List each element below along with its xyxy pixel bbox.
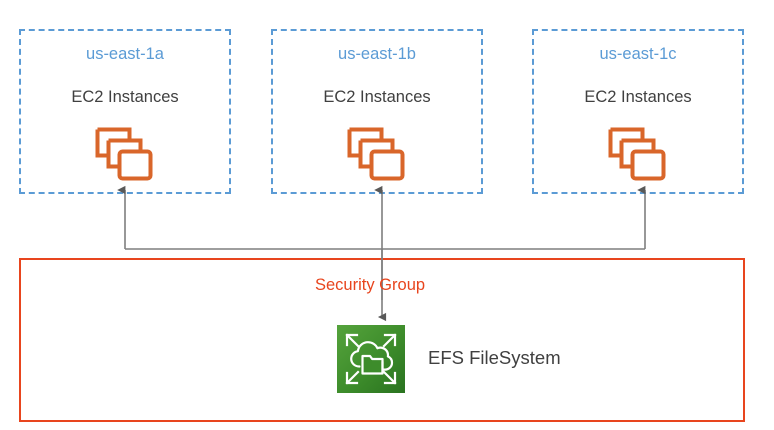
efs-filesystem-label: EFS FileSystem bbox=[428, 347, 561, 368]
az-name-label: us-east-1a bbox=[86, 45, 164, 63]
az-resource-label: EC2 Instances bbox=[584, 88, 692, 106]
availability-zone-us-east-1c[interactable]: us-east-1c EC2 Instances bbox=[532, 29, 744, 194]
ec2-instances-icon[interactable] bbox=[345, 125, 409, 183]
ec2-instances-icon[interactable] bbox=[93, 125, 157, 183]
security-group-label: Security Group bbox=[315, 276, 426, 294]
az-resource-label: EC2 Instances bbox=[71, 88, 179, 106]
az-resource-label: EC2 Instances bbox=[323, 88, 431, 106]
efs-filesystem-icon[interactable] bbox=[337, 325, 405, 393]
az-name-label: us-east-1c bbox=[599, 45, 677, 63]
availability-zone-us-east-1a[interactable]: us-east-1a EC2 Instances bbox=[19, 29, 231, 194]
az-name-label: us-east-1b bbox=[338, 45, 416, 63]
availability-zone-us-east-1b[interactable]: us-east-1b EC2 Instances bbox=[271, 29, 483, 194]
ec2-instances-icon[interactable] bbox=[606, 125, 670, 183]
